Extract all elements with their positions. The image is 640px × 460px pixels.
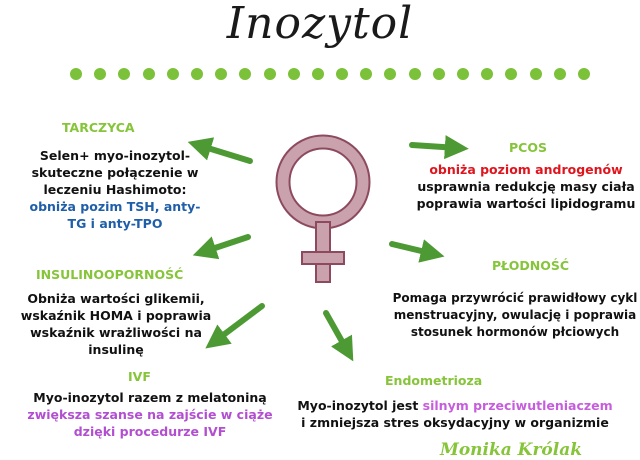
divider-dot — [239, 68, 252, 80]
highlight-line: zwiększa szanse na zajście w ciąże — [27, 407, 273, 422]
text-line: Obniża wartości glikemii, — [27, 291, 205, 306]
divider-dot — [70, 68, 82, 80]
divider-dot — [190, 68, 203, 80]
divider-dot — [481, 68, 494, 80]
divider-dot — [94, 68, 107, 80]
heading-pcos: PCOS — [509, 140, 547, 155]
heading-plodnosc: PŁODNOŚĆ — [492, 258, 570, 273]
text-line: Myo-inozytol razem z melatoniną — [33, 390, 267, 405]
footer-logo: Monika Królak — [440, 440, 583, 460]
divider-dot — [215, 68, 228, 80]
text-line: menstruacyjny, owulację i poprawia — [393, 308, 637, 322]
divider-dot — [166, 68, 179, 80]
divider-dot — [553, 68, 566, 80]
divider-dot — [577, 68, 590, 80]
divider-dot — [118, 68, 131, 80]
divider-dot — [142, 68, 155, 80]
arrow-to-insulinoopornosc — [192, 234, 251, 260]
divider-dot — [263, 68, 276, 80]
insulinoopornosc-text: Obniża wartości glikemii, wskaźnik HOMA … — [0, 290, 232, 358]
arrow-to-ivf — [205, 303, 265, 349]
text-line: poprawia wartości lipidogramu — [416, 196, 636, 211]
divider-dot — [287, 68, 300, 80]
heading-insulinoopornosc: INSULINOOPORNOŚĆ — [36, 267, 184, 282]
highlight-line: obniża poziom androgenów — [429, 162, 623, 177]
ivf-text: Myo-inozytol razem z melatoniną zwiększa… — [0, 389, 300, 440]
text-line: i zmniejsza stres oksydacyjny w organizm… — [301, 415, 609, 430]
text-span: Myo-inozytol jest — [297, 398, 419, 413]
highlight-line: dzięki procedurze IVF — [73, 424, 227, 439]
divider-dot — [384, 68, 397, 80]
heading-ivf: IVF — [128, 369, 151, 384]
heading-endometrioza: Endometrioza — [385, 373, 483, 388]
divider-dot — [529, 68, 542, 80]
text-line: wskaźnik HOMA i poprawia — [20, 308, 212, 323]
tarczyca-text: Selen+ myo-inozytol- skuteczne połączeni… — [0, 147, 230, 232]
divider-dot — [336, 68, 349, 80]
arrow-to-pcos — [409, 135, 469, 160]
divider-dot — [505, 68, 518, 80]
arrow-to-tarczyca — [187, 137, 253, 164]
text-line: leczeniu Hashimoto: — [43, 182, 187, 197]
divider-dot — [311, 68, 324, 80]
divider-dot — [432, 68, 445, 80]
heading-tarczyca: TARCZYCA — [62, 120, 135, 135]
dotted-divider — [70, 68, 590, 82]
arrow-to-endometrioza — [323, 310, 354, 362]
text-line: stosunek hormonów płciowych — [410, 325, 620, 339]
highlight-line: obniża pozim TSH, anty- — [29, 199, 201, 214]
highlight-line: TG i anty-TPO — [67, 216, 163, 231]
text-line: skuteczne połączenie w — [31, 165, 199, 180]
divider-dot — [408, 68, 421, 80]
text-line: wskaźnik wrażliwości na — [30, 325, 202, 340]
page-title: Inozytol — [226, 0, 414, 49]
text-line: usprawnia redukcję masy ciała — [417, 179, 635, 194]
divider-dot — [457, 68, 469, 80]
endometrioza-text: Myo-inozytol jest silnym przeciwutleniac… — [270, 397, 640, 431]
text-line: insulinę — [88, 342, 144, 357]
text-line: Myo-inozytol jest silnym przeciwutleniac… — [270, 397, 640, 414]
arrow-to-plodnosc — [389, 239, 445, 263]
pcos-text: obniża poziom androgenów usprawnia reduk… — [412, 161, 640, 212]
text-line: Pomaga przywrócić prawidłowy cykl — [392, 291, 638, 305]
female-symbol-icon — [275, 134, 371, 283]
highlight-span: silnym przeciwutleniaczem — [422, 398, 613, 413]
text-line: Selen+ myo-inozytol- — [39, 148, 191, 163]
plodnosc-text: Pomaga przywrócić prawidłowy cykl menstr… — [390, 290, 640, 341]
divider-dot — [360, 68, 373, 80]
